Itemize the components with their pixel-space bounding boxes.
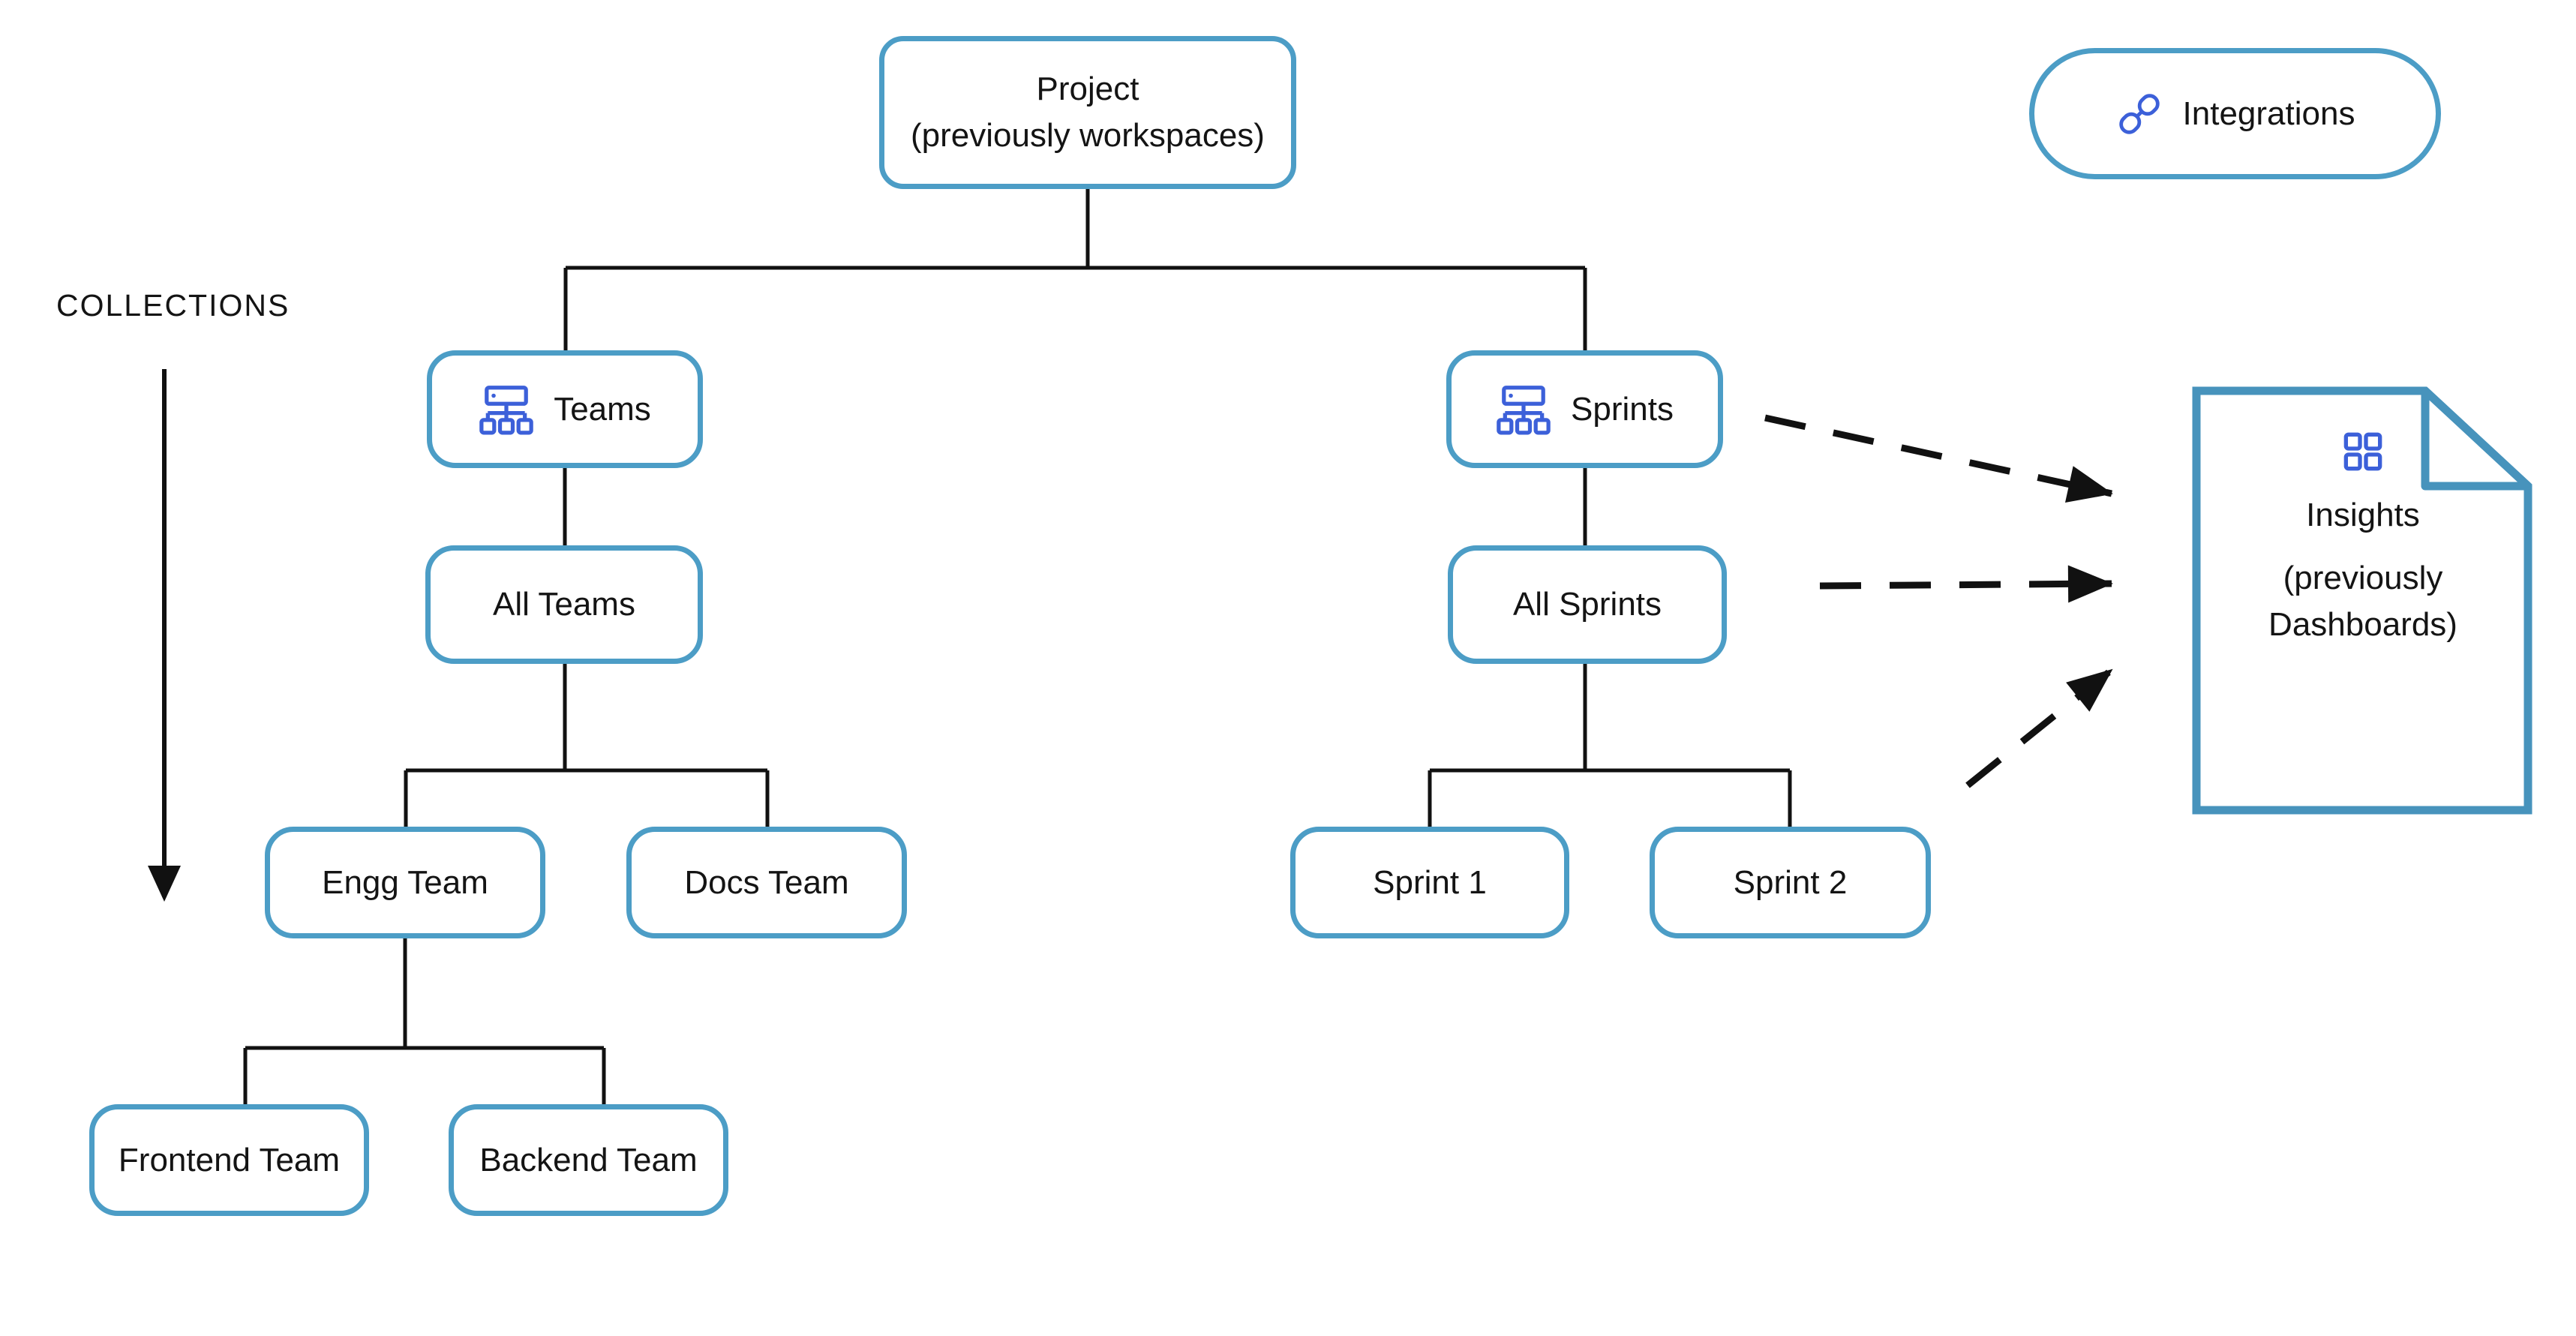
node-frontend-team-label: Frontend Team xyxy=(118,1141,341,1178)
node-sprint-2: Sprint 2 xyxy=(1650,827,1931,938)
node-all-sprints-label: All Sprints xyxy=(1512,586,1662,623)
org-chart-icon xyxy=(479,385,533,434)
node-project-sublabel: (previously workspaces) xyxy=(911,117,1265,154)
node-teams: Teams xyxy=(427,350,703,468)
node-sprint-1: Sprint 1 xyxy=(1290,827,1569,938)
link-plug-icon xyxy=(2118,93,2160,134)
node-sprints-label: Sprints xyxy=(1571,390,1674,428)
node-project-label: Project xyxy=(1036,71,1139,107)
org-chart-icon xyxy=(1497,385,1551,434)
node-teams-label: Teams xyxy=(554,390,651,428)
dashed-arrow-allsprints-to-insights xyxy=(1819,565,2113,603)
node-docs-team: Docs Team xyxy=(626,827,907,938)
node-engg-team-label: Engg Team xyxy=(322,863,488,901)
node-insights: Insights (previously Dashboards) xyxy=(2204,428,2522,648)
node-backend-team: Backend Team xyxy=(449,1104,728,1216)
node-insights-sublabel: (previously Dashboards) xyxy=(2268,560,2457,643)
integrations-pill: Integrations xyxy=(2029,48,2441,179)
insights-document-shape xyxy=(2192,386,2532,815)
node-sprint-1-label: Sprint 1 xyxy=(1373,863,1487,901)
node-all-teams-label: All Teams xyxy=(493,586,635,623)
node-sprints: Sprints xyxy=(1446,350,1723,468)
node-frontend-team: Frontend Team xyxy=(89,1104,369,1216)
dashed-arrow-sprint-to-insights xyxy=(1965,667,2114,788)
node-backend-team-label: Backend Team xyxy=(479,1141,698,1178)
node-all-sprints: All Sprints xyxy=(1448,545,1727,664)
node-sprint-2-label: Sprint 2 xyxy=(1733,863,1848,901)
integrations-label: Integrations xyxy=(2182,95,2355,132)
dashboard-grid-icon xyxy=(2343,432,2382,471)
collections-label: COLLECTIONS xyxy=(56,288,290,323)
node-all-teams: All Teams xyxy=(425,545,703,664)
dashed-arrow-sprints-to-insights xyxy=(1764,414,2113,503)
node-docs-team-label: Docs Team xyxy=(684,863,849,901)
node-project: Project (previously workspaces) xyxy=(879,36,1296,189)
node-insights-label: Insights xyxy=(2306,497,2420,533)
node-engg-team: Engg Team xyxy=(265,827,545,938)
insights-document-fold xyxy=(2421,386,2532,491)
